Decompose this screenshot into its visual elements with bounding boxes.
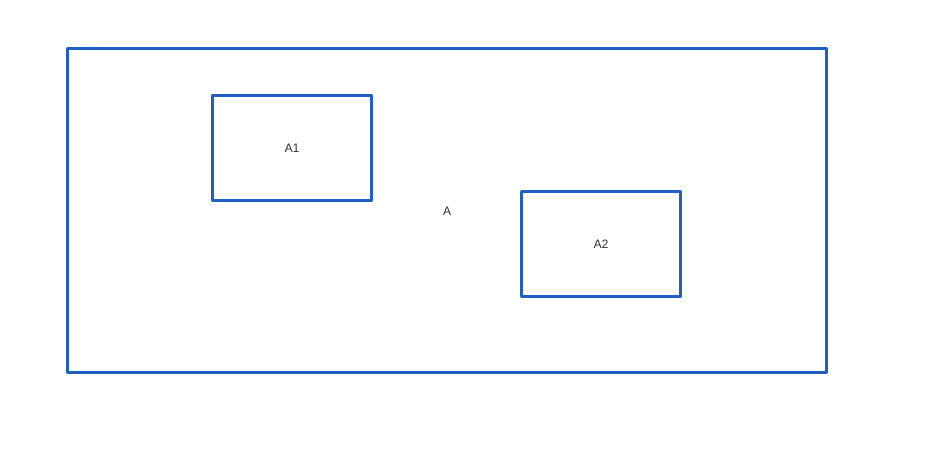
container-box-a[interactable] <box>66 47 828 374</box>
child-label-a2: A2 <box>593 237 609 251</box>
container-label-a: A <box>442 204 452 218</box>
child-box-a1[interactable] <box>211 94 373 202</box>
child-box-a2[interactable] <box>520 190 682 298</box>
child-label-a1: A1 <box>284 141 300 155</box>
